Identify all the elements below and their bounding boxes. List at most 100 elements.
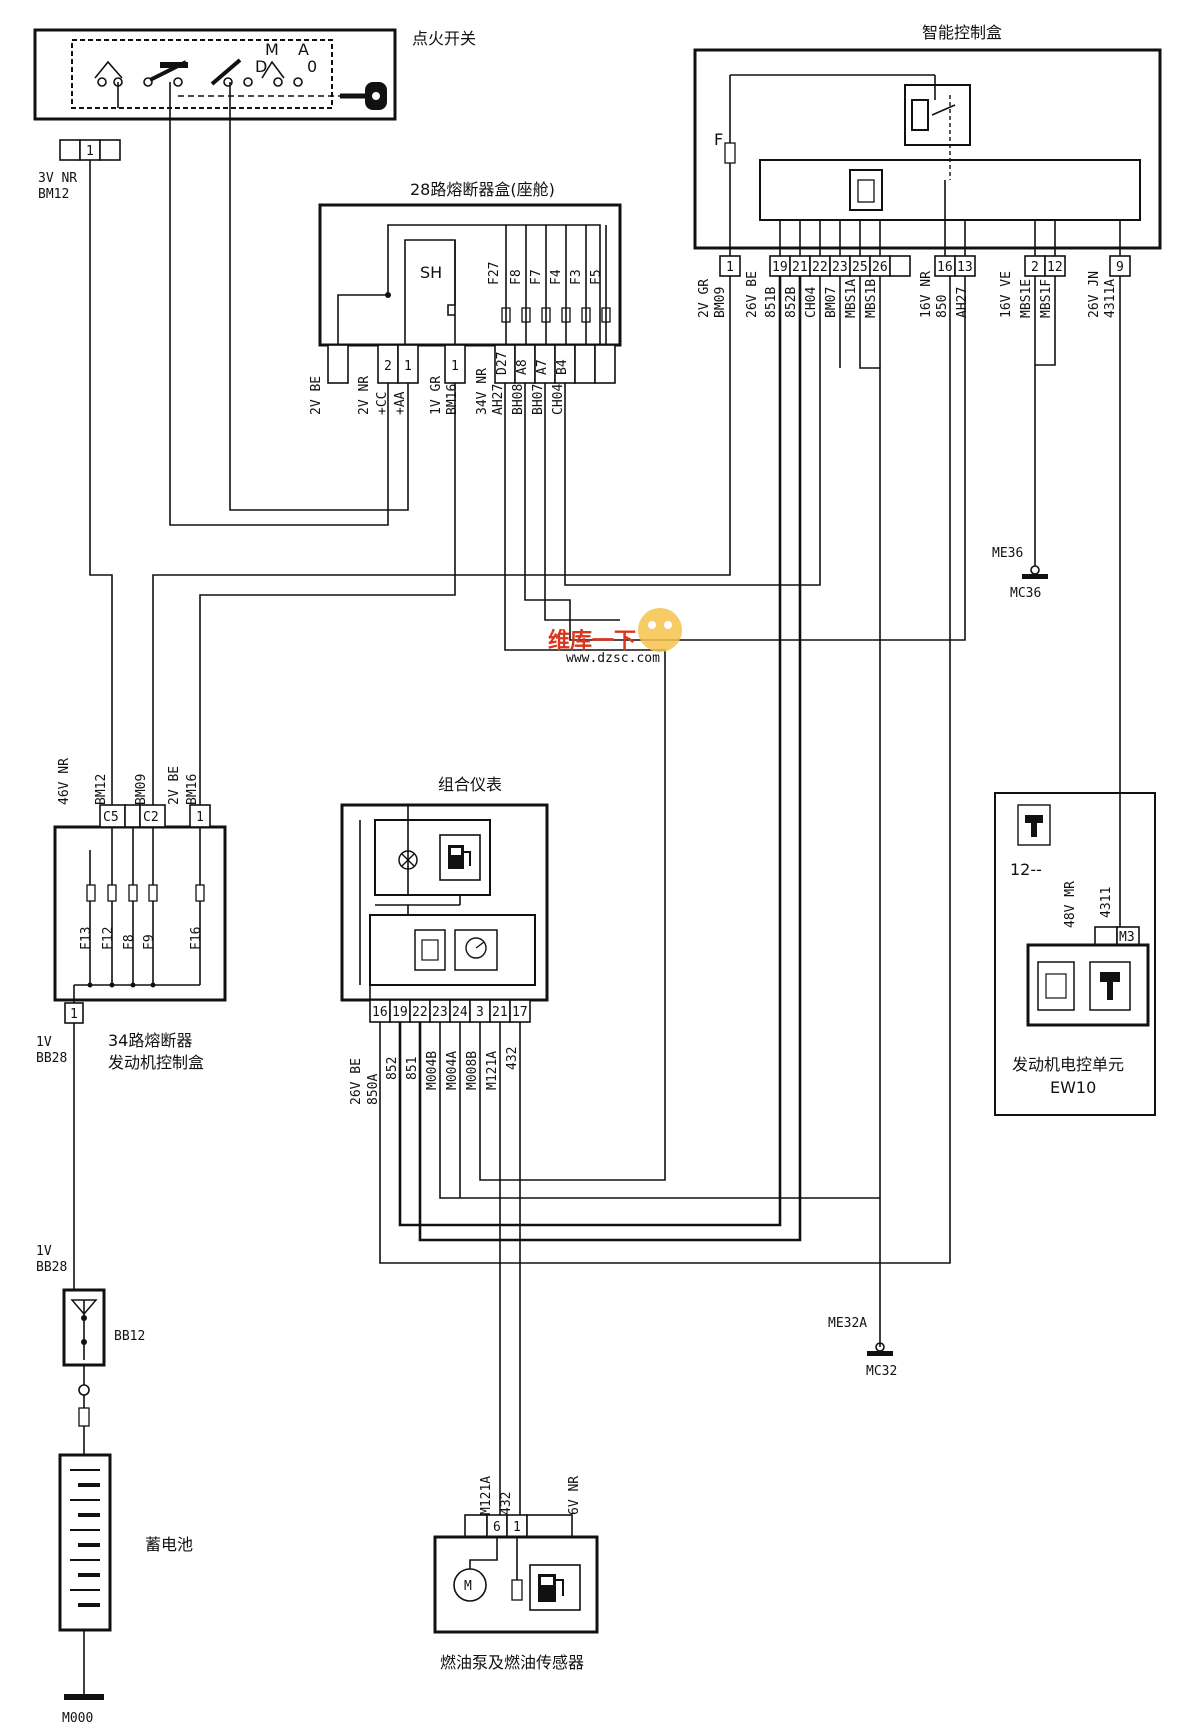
cluster-pin-16: 16 — [372, 1005, 388, 1020]
battery-box — [58, 1453, 112, 1632]
fb34-wire-label: 2V BE — [167, 766, 182, 805]
ground-me36-label: ME36 — [992, 546, 1023, 561]
watermark: 维库一下 www.dzsc.com — [548, 608, 682, 666]
smart-wire-label: AH27 — [955, 287, 970, 318]
fb28-wire-label: 2V BE — [309, 376, 324, 415]
ignition-connector-label: BM12 — [38, 187, 69, 202]
smart-wire-label: BM09 — [713, 287, 728, 318]
fb28-wire-label: BH07 — [531, 384, 546, 415]
smart-wire-label: 4311A — [1103, 279, 1118, 318]
smart-pin-2: 2 — [1031, 260, 1039, 275]
ignition-switch: M A D 0 点火开关 1 3V NR BM12 — [33, 28, 476, 202]
fuel-pump-title: 燃油泵及燃油传感器 — [440, 1653, 584, 1672]
fb28-pin-1b: 1 — [451, 359, 459, 374]
cluster-pin-17: 17 — [512, 1005, 528, 1020]
cluster-title: 组合仪表 — [438, 775, 502, 794]
fuse-f4: F4 — [549, 269, 564, 285]
ecu-title: 发动机电控单元 — [1012, 1055, 1124, 1074]
smart-pin-26: 26 — [872, 260, 888, 275]
smart-wire-label: 16V NR — [919, 271, 934, 318]
fb28-wire-label: D27 — [495, 352, 510, 375]
fuse-f16: F16 — [189, 927, 204, 950]
smart-wire-label: 852B — [784, 287, 799, 318]
smart-pin-9: 9 — [1116, 260, 1124, 275]
fb28-wire-label: A7 — [535, 359, 550, 375]
smart-wire-label: MBS1F — [1039, 279, 1054, 318]
pump-pin-6: 6 — [493, 1520, 501, 1535]
smart-pin-19: 19 — [772, 260, 788, 275]
chip-icon — [849, 169, 883, 211]
cluster-pin-21: 21 — [492, 1005, 508, 1020]
smart-box-wire-labels: 2V GR BM09 26V BE 851B 852B CH04 BM07 MB… — [697, 271, 1118, 318]
battery: 蓄电池 M000 — [58, 1453, 193, 1726]
fuse-box-28-title: 28路熔断器盒(座舱) — [410, 180, 555, 199]
smart-wire-label: 26V BE — [745, 271, 760, 318]
cluster-wire-label: M121A — [485, 1051, 500, 1090]
smart-pin-23: 23 — [832, 260, 848, 275]
injector-icon — [1017, 804, 1051, 846]
chip-icon — [1037, 961, 1075, 1011]
smart-box-fuse-label: F — [714, 130, 723, 149]
battery-title: 蓄电池 — [145, 1535, 193, 1554]
ecu-frame — [994, 792, 1156, 1116]
fuse-f8: F8 — [509, 269, 524, 285]
ground-me32a: ME32A MC32 — [828, 1316, 897, 1379]
fb28-wire-label: AH27 — [491, 384, 506, 415]
fuse-f3: F3 — [569, 269, 584, 285]
bb12-connector-label: BB28 — [36, 1260, 67, 1275]
fb28-wire-label: +AA — [393, 391, 408, 415]
fuse-box-28-outline — [318, 203, 622, 347]
smart-pin-25: 25 — [852, 260, 868, 275]
smart-box-outline — [693, 48, 1162, 250]
smart-wire-label: MBS1E — [1019, 279, 1034, 318]
fb34-bottom-connector: BB28 — [36, 1051, 67, 1066]
cluster-board — [369, 914, 536, 986]
fuse-box-34-subtitle: 发动机控制盒 — [108, 1053, 204, 1072]
fb28-wire-label: BH08 — [511, 384, 526, 415]
smart-wire-label: 850 — [935, 295, 950, 318]
ignition-switch-title: 点火开关 — [412, 29, 476, 48]
cluster-pin-3: 3 — [476, 1005, 484, 1020]
ignition-pin: 1 — [86, 144, 94, 159]
fuse-f7: F7 — [529, 269, 544, 285]
smart-wire-label: MBS1A — [844, 279, 859, 318]
fb28-pin-1: 1 — [404, 359, 412, 374]
fuse-f9: F9 — [142, 934, 157, 950]
ecu-wire-label: 4311 — [1099, 887, 1114, 918]
fb28-wire-label: 34V NR — [475, 368, 490, 415]
cluster-wire-label: 432 — [505, 1047, 520, 1070]
smart-wire-label: CH04 — [804, 287, 819, 318]
switch-pos-d: D — [255, 57, 267, 76]
smart-wire-label: 26V JN — [1087, 271, 1102, 318]
ground-mc36-label: MC36 — [1010, 586, 1041, 601]
ecu-pin-m3: M3 — [1119, 930, 1135, 945]
cluster-wire-label: 26V BE — [349, 1058, 364, 1105]
smart-pin-21: 21 — [792, 260, 808, 275]
fuel-level-resistor — [511, 1579, 523, 1601]
smart-wire-label: 16V VE — [999, 271, 1014, 318]
ground-me36: ME36 MC36 — [992, 546, 1048, 601]
chip-icon — [414, 929, 446, 971]
svg-text:M: M — [464, 1579, 472, 1594]
ground-me32a-label: ME32A — [828, 1316, 867, 1331]
fuse-f5: F5 — [589, 269, 604, 285]
pump-pin-1: 1 — [513, 1520, 521, 1535]
fb28-wire-label: A8 — [515, 359, 530, 375]
smart-pin-1: 1 — [726, 260, 734, 275]
relay — [904, 84, 971, 146]
smart-control-box: 智能控制盒 F 1 19 21 22 23 25 — [693, 23, 1162, 277]
gauge-icon — [454, 929, 498, 971]
fuel-pump-sender: M121A 432 6V NR 6 1 M 燃油泵及燃油传感器 — [433, 1476, 599, 1672]
fuse-box-34-title: 34路熔断器 — [108, 1031, 192, 1050]
injector-icon — [1089, 961, 1131, 1011]
smart-wire-label: MBS1B — [864, 279, 879, 318]
ecu-box — [1026, 943, 1150, 1027]
fb28-wire-label: BM16 — [445, 384, 460, 415]
fb28-wire-label: CH04 — [551, 384, 566, 415]
bb12-wire-label: 1V — [36, 1244, 52, 1259]
shunt-label: SH — [420, 263, 442, 282]
cluster-wire-label: 851 — [405, 1057, 420, 1080]
ignition-switch-inner — [71, 39, 333, 109]
ground-symbol — [64, 1694, 104, 1700]
